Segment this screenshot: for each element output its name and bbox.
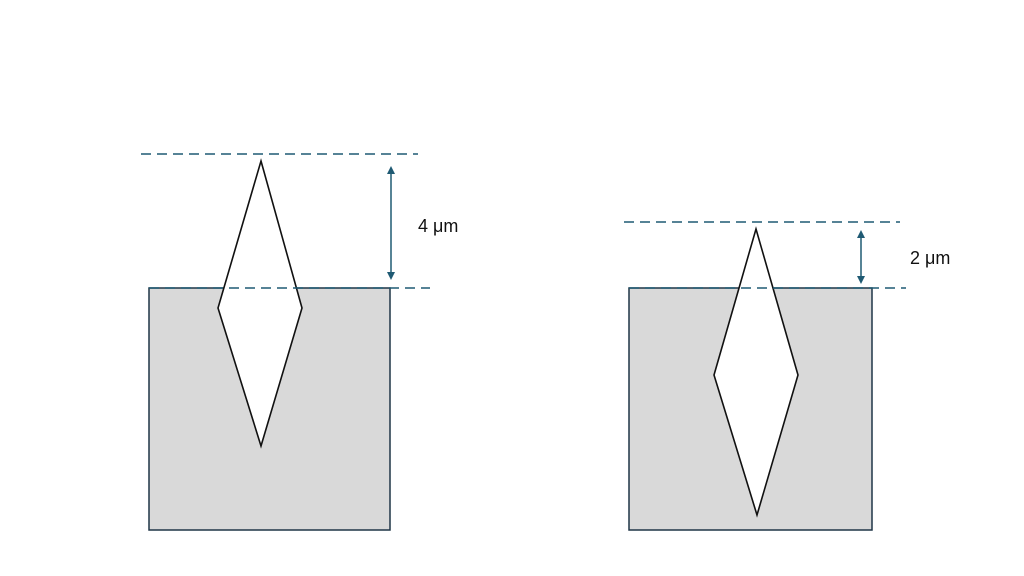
dimension-label-right: 2 μm (910, 248, 950, 268)
crystal-left (217, 158, 303, 449)
panel-right: 2 μm (624, 221, 950, 531)
crystal-right (713, 226, 799, 518)
panel-left: 4 μm (141, 153, 458, 531)
dimension-label-left: 4 μm (418, 216, 458, 236)
